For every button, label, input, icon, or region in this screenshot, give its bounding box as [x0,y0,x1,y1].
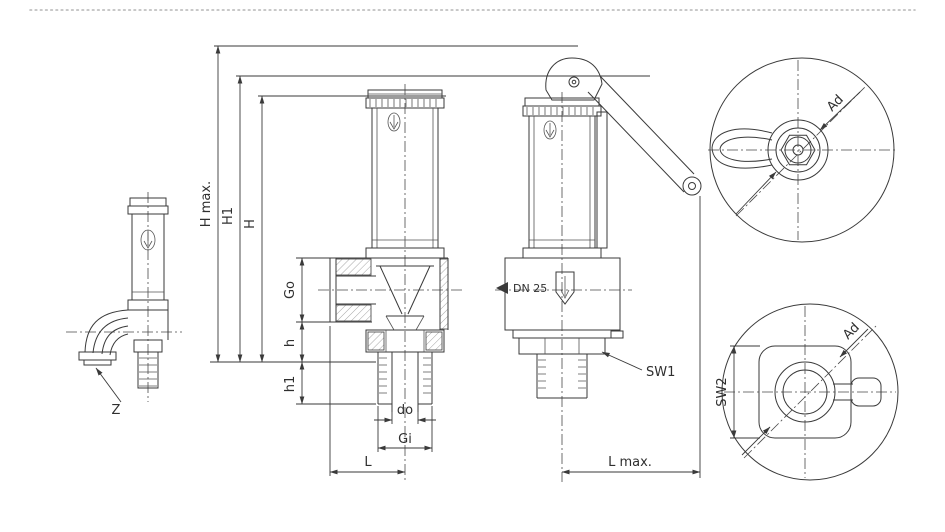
side-view-valve: Z [66,192,182,418]
dim-l: L [329,326,406,476]
dim-h1: H1 [221,75,243,363]
side-threaded-inlet [137,351,159,389]
lever-view-valve: DN 25 SW1 L max. [495,57,702,482]
brand-logo-icon [543,120,557,140]
dim-label-l-max: L max. [608,455,652,470]
body-hex [518,337,606,355]
brand-logo-icon [140,229,156,251]
detail-view-bottom: SW2 Ad [715,303,899,481]
dim-h: H [243,95,265,363]
dim-label-h-max: H max. [199,181,214,227]
lever-fork-outline [711,128,773,169]
dim-z: Z [95,367,122,418]
brand-logo-icon [387,112,401,132]
dim-l-max: L max. [561,196,701,478]
dim-sw2: SW2 [715,345,760,439]
dn-size-label: DN 25 [513,282,547,295]
dim-h1-small: h1 [283,361,305,405]
dim-h-small: h [283,321,305,363]
dim-label-do: do [397,403,413,418]
lever-end-bottom-view [850,377,882,407]
drain-plug [610,330,624,339]
dim-label-ad-bottom: Ad [840,320,863,343]
dim-gi: Gi [377,406,433,452]
lifting-lever [545,57,702,196]
dim-label-sw1: SW1 [646,365,675,380]
flow-direction-arrow-icon [496,282,508,294]
detail-view-top: Ad [708,57,896,243]
lifting-rod [596,111,608,249]
dim-sw1: SW1 [601,351,675,380]
dim-h-max: H max. [199,45,221,363]
detail-circle [721,303,899,481]
shield-logo-icon [555,271,575,305]
dim-label-h-small: h [283,339,298,347]
dim-label-go: Go [283,281,298,299]
dim-label-h1-small: h1 [283,376,298,393]
dim-label-sw2: SW2 [715,377,730,406]
front-section-view-valve [318,84,462,482]
dim-label-h: H [243,219,258,229]
body-hex [365,329,445,353]
dim-label-z: Z [112,403,121,418]
dimensions-main-view: H max. H1 H Go h h1 [199,45,650,476]
dim-label-h1: H1 [221,207,236,225]
lever-end-knob [682,176,702,196]
dim-label-gi: Gi [398,432,412,447]
dim-label-ad-top: Ad [824,92,847,115]
dim-do: do [374,403,436,424]
dim-go: Go [283,257,305,323]
dim-label-l: L [364,455,372,470]
